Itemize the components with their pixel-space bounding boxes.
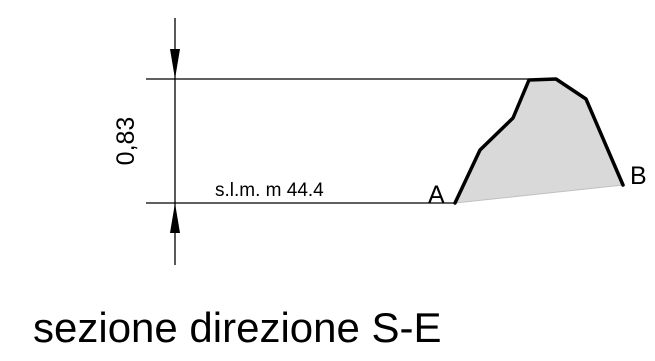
section-fill [455, 79, 623, 203]
dimension-value: 0,83 [112, 117, 140, 166]
top-arrowhead [170, 49, 180, 79]
bottom-arrowhead [170, 203, 180, 233]
section-caption: sezione direzione S-E [33, 304, 442, 351]
point-a-label: A [428, 181, 445, 209]
level-label: s.l.m. m 44.4 [215, 180, 324, 201]
section-baseline [454, 184, 624, 204]
point-b-label: B [630, 162, 647, 190]
section-profile [453, 77, 625, 205]
